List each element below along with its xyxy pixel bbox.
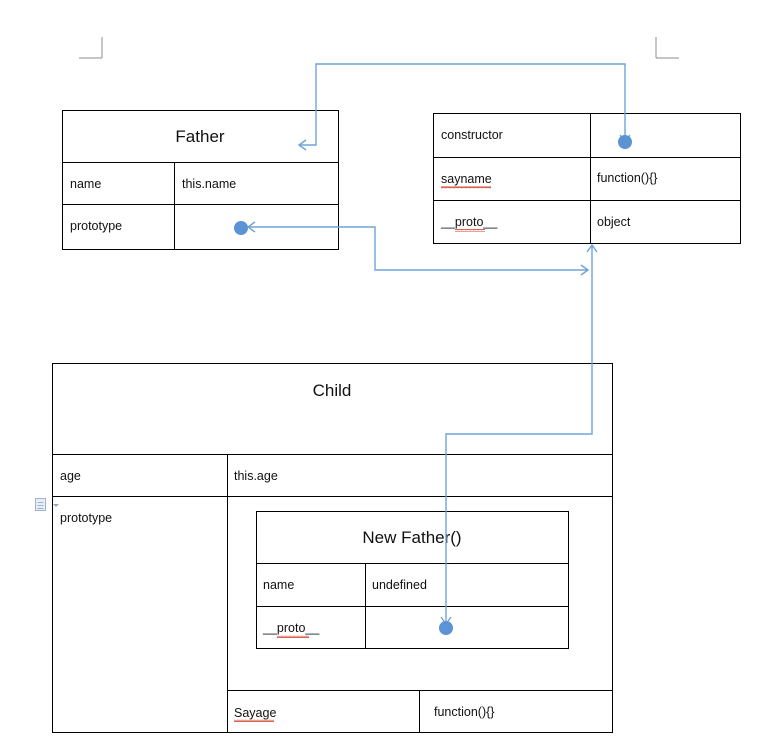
father-name-value: this.name	[182, 177, 236, 191]
constructor-arrowhead	[297, 139, 307, 151]
comment-icon[interactable]	[35, 498, 60, 511]
child-age-value: this.age	[234, 469, 278, 483]
constructor-key: constructor	[441, 128, 503, 142]
sayname-value: function(){}	[597, 171, 657, 185]
proto-value: object	[597, 215, 631, 229]
father-prototype-key: prototype	[70, 219, 122, 233]
new-father-proto-dot[interactable]	[439, 621, 453, 635]
sayage-value: function(){}	[434, 705, 494, 719]
prototype-object-table[interactable]: constructor sayname function(){} __proto…	[433, 113, 741, 244]
new-father-title: New Father()	[362, 528, 461, 547]
father-prototype-arrowhead-left	[246, 221, 256, 233]
father-prototype-connector	[248, 226, 588, 271]
sayname-key: sayname	[441, 172, 492, 186]
sayage-key: Sayage	[234, 706, 276, 720]
father-prototype-dot[interactable]	[234, 221, 248, 235]
new-father-table[interactable]: New Father() name undefined __proto__	[256, 511, 569, 649]
proto-spellcheck	[455, 229, 485, 232]
sayname-spellcheck	[441, 186, 491, 189]
proto-connector	[445, 245, 593, 625]
sayage-spellcheck	[234, 719, 274, 722]
new-father-name-value: undefined	[372, 578, 427, 592]
father-name-key: name	[70, 177, 101, 191]
constructor-dot[interactable]	[618, 135, 632, 149]
father-prototype-arrowhead-right	[580, 264, 590, 276]
new-father-proto-key: __proto__	[262, 621, 320, 635]
proto-arrowhead-top	[586, 243, 598, 253]
new-father-proto-spellcheck	[277, 635, 309, 638]
child-age-key: age	[60, 469, 81, 483]
child-title: Child	[313, 381, 352, 400]
father-title: Father	[175, 127, 224, 146]
constructor-connector	[300, 63, 626, 146]
new-father-name-key: name	[263, 578, 294, 592]
child-prototype-key: prototype	[60, 511, 112, 525]
proto-key: __proto__	[440, 215, 498, 229]
father-table[interactable]: Father name this.name prototype	[62, 110, 339, 250]
crop-marks	[79, 37, 679, 59]
connectors	[246, 63, 631, 626]
